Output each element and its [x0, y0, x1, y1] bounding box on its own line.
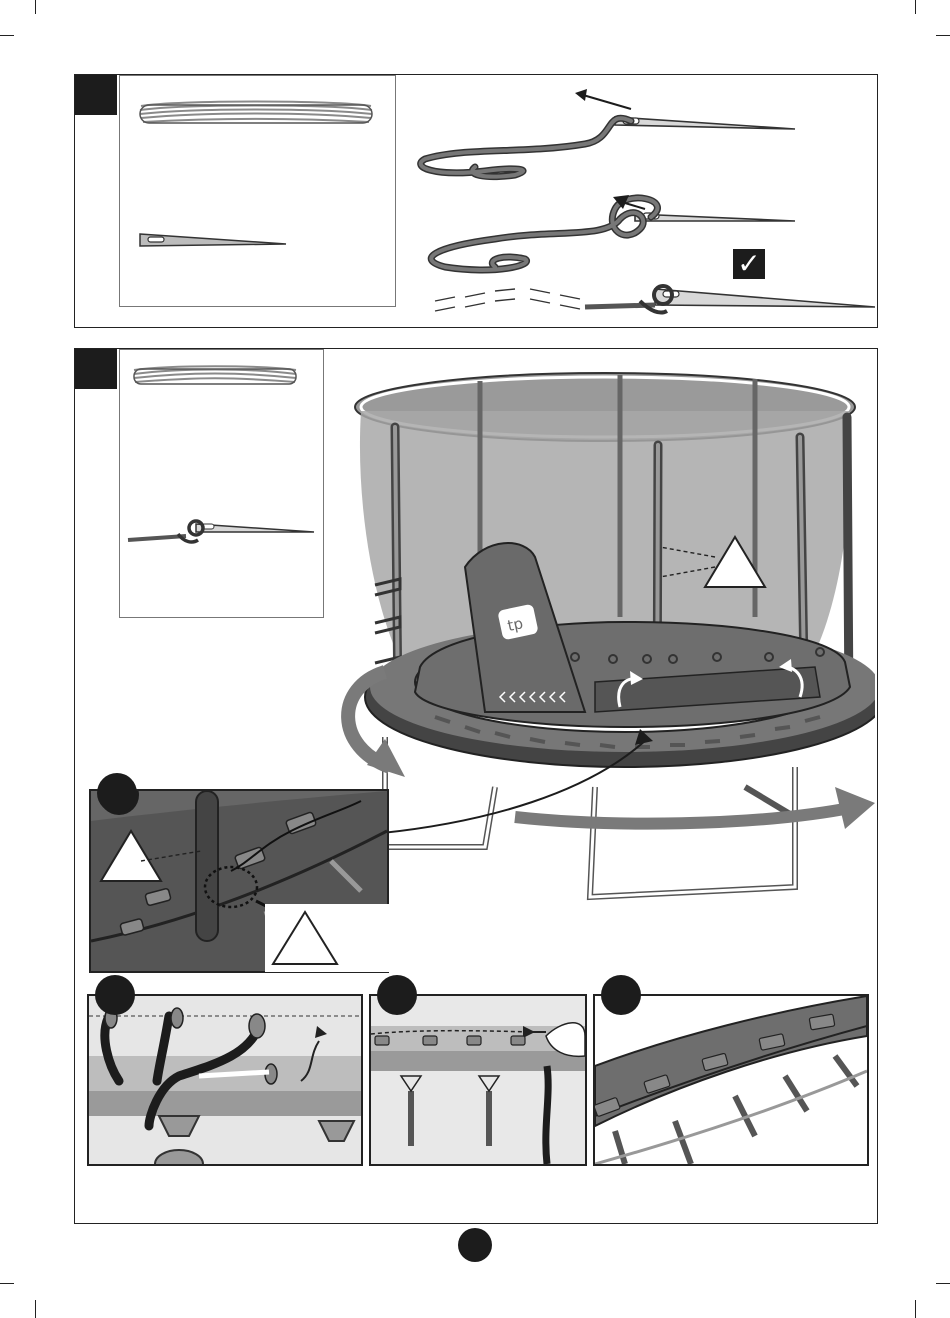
- page-number-badge: [458, 1228, 492, 1262]
- warning-triangle-icon: [265, 904, 345, 972]
- detail-4-panel: [593, 994, 869, 1166]
- cord-bundle-icon: [136, 96, 376, 128]
- check-icon: ✓: [733, 249, 765, 279]
- detail-2-panel: [87, 994, 363, 1166]
- crop-mark: [936, 1283, 950, 1284]
- step-b-badge: [75, 349, 117, 389]
- pull-cord-detail: [371, 996, 585, 1164]
- crop-mark: [0, 35, 14, 36]
- crop-mark: [936, 35, 950, 36]
- detail-1-callout: [265, 904, 435, 972]
- threading-sleeves-detail: [89, 996, 361, 1164]
- detail-1-badge-circle: [97, 773, 137, 813]
- detail-4-badge: [601, 975, 641, 1015]
- finished-padding-detail: [595, 996, 867, 1164]
- step-a-parts-box: [119, 75, 396, 307]
- crop-mark: [0, 1283, 14, 1284]
- step-a-badge: [75, 75, 117, 115]
- thread-cord-illustration: [405, 79, 875, 324]
- step-b-panel: tp: [74, 348, 878, 1224]
- detail-3-badge: [377, 975, 417, 1015]
- crop-mark: [35, 1300, 36, 1318]
- step-a-panel: ✓: [74, 74, 878, 328]
- crop-mark: [915, 0, 916, 14]
- crop-mark: [915, 1300, 916, 1318]
- needle-icon: [136, 228, 296, 252]
- detail-2-badge: [95, 975, 135, 1015]
- detail-3-panel: [369, 994, 587, 1166]
- crop-mark: [35, 0, 36, 14]
